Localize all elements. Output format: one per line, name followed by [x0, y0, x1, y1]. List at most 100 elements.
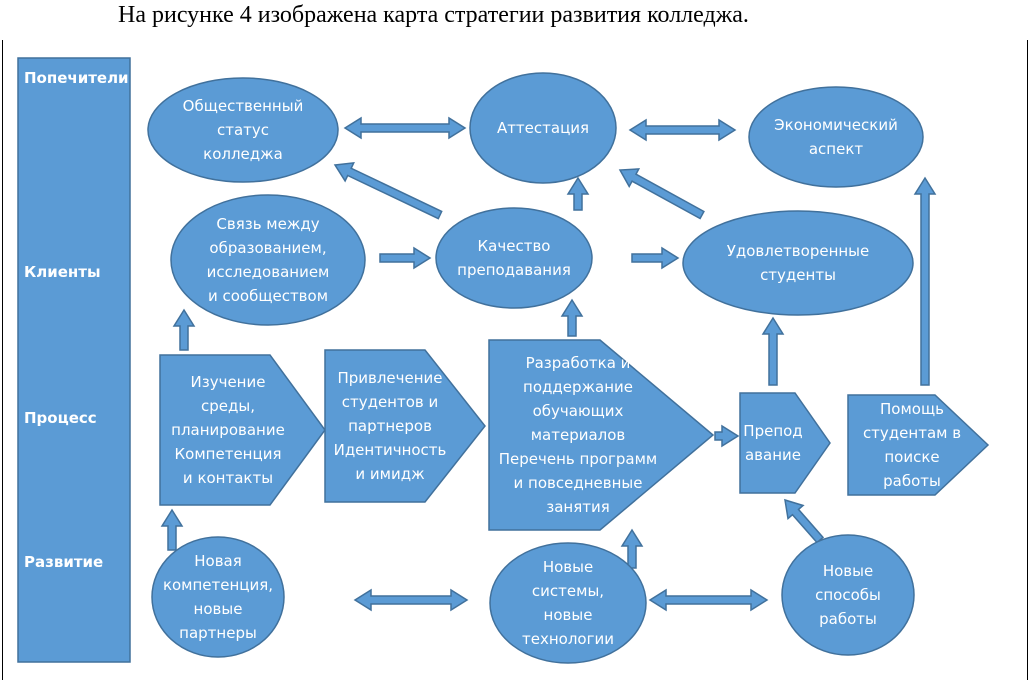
- node-label-line: преподавания: [457, 261, 571, 279]
- node-label-line: Перечень программ: [499, 450, 658, 468]
- ellipse-shape: [781, 534, 915, 656]
- node-label-line: системы,: [532, 582, 604, 600]
- ellipse-shape: [435, 207, 593, 309]
- node-label-line: новые: [544, 606, 593, 624]
- node-systems: Новые системы, новые технологии: [489, 542, 647, 664]
- node-label-line: Изучение: [191, 373, 266, 391]
- node-label-line: и имидж: [355, 465, 424, 483]
- node-label: Качество преподавания: [457, 237, 571, 279]
- node-label: Экономический аспект: [774, 116, 898, 158]
- node-label: Разработка и поддержание обучающих материал…: [499, 354, 658, 516]
- arrow-develop-quality: [560, 298, 584, 337]
- node-label-line: технологии: [522, 630, 614, 648]
- node-label-line: Помощь: [880, 400, 944, 418]
- node-label-line: Разработка и: [526, 354, 631, 372]
- arrow-attestation-economic: [628, 118, 737, 142]
- pentagon-shape: [739, 392, 831, 494]
- node-quality: Качество преподавания: [435, 207, 593, 309]
- ellipse-shape: [151, 536, 285, 658]
- node-label-line: Новая: [194, 552, 242, 570]
- node-label-line: студентам в: [863, 424, 961, 442]
- node-label-line: Удовлетворенные: [727, 242, 870, 260]
- arrow-develop-teaching: [714, 424, 740, 448]
- page-frame: [2, 40, 1028, 680]
- caption: На рисунке 4 изображена карта стратегии …: [118, 2, 749, 28]
- arrow-competence-study: [160, 508, 184, 551]
- arrow-status-attestation: [343, 116, 467, 140]
- node-label-line: среды,: [201, 397, 255, 415]
- arrow-competence-systems: [353, 588, 469, 612]
- node-label-line: исследованием: [207, 263, 330, 281]
- node-label-line: материалов: [531, 426, 626, 444]
- node-attestation: Аттестация: [469, 72, 617, 184]
- arrow-satisfied-attestation: [618, 168, 705, 220]
- pentagon-shape: [488, 339, 715, 531]
- arrow-quality-status: [333, 162, 443, 220]
- node-label-line: работы: [883, 472, 941, 490]
- node-label-line: студентов и: [342, 393, 439, 411]
- node-label-line: планирование: [171, 421, 285, 439]
- arrow-systems-methods: [648, 588, 769, 612]
- ellipse-shape: [682, 210, 914, 316]
- pentagon-shape: [324, 349, 486, 503]
- pentagon-shape: [159, 354, 326, 506]
- arrow-quality-attestation: [566, 176, 590, 211]
- node-label-line: обучающих: [533, 402, 624, 420]
- lane-label-clients: Клиенты: [24, 263, 101, 281]
- node-label-line: Препод: [743, 422, 802, 440]
- pentagon-shape: [847, 394, 990, 496]
- node-label: Аттестация: [497, 119, 589, 137]
- node-label: Помощь студентам в поиске работы: [863, 400, 961, 490]
- lane-label-trustees: Попечители: [24, 69, 129, 87]
- node-link: Связь между образованием, исследованием и с…: [170, 194, 366, 326]
- node-label-line: Экономический: [774, 116, 898, 134]
- node-label: Новые системы, новые технологии: [522, 558, 614, 648]
- arrow-study-link: [172, 308, 196, 351]
- node-label-line: Новые: [823, 562, 873, 580]
- node-label-line: Связь между: [216, 215, 319, 233]
- node-label-line: поиске: [884, 448, 939, 466]
- node-label-line: партнеров: [348, 417, 432, 435]
- ellipse-shape: [489, 542, 647, 664]
- node-label-line: Компетенция: [175, 445, 282, 463]
- lane-sidebar: [17, 57, 131, 663]
- ellipse-shape: [748, 86, 924, 188]
- node-label-line: Общественный: [183, 97, 304, 115]
- node-label-line: статус: [217, 121, 269, 139]
- ellipse-shape: [170, 194, 366, 326]
- node-economic: Экономический аспект: [748, 86, 924, 188]
- node-label-line: и контакты: [183, 469, 273, 487]
- node-label-line: образованием,: [209, 239, 326, 257]
- node-teaching: Препод авание: [739, 392, 831, 494]
- node-label-line: способы: [815, 586, 881, 604]
- node-label-line: авание: [745, 446, 801, 464]
- node-label-line: поддержание: [523, 378, 633, 396]
- node-label-line: Качество: [478, 237, 551, 255]
- node-label-line: и повседневные: [514, 474, 643, 492]
- lane-label-development: Развитие: [24, 553, 103, 571]
- node-develop: Разработка и поддержание обучающих материал…: [488, 339, 715, 531]
- arrow-jobhelp-economic: [913, 176, 937, 386]
- node-label-line: новые: [194, 600, 243, 618]
- node-label-line: Привлечение: [337, 369, 442, 387]
- node-label-line: и сообществом: [208, 287, 328, 305]
- node-label-line: партнеры: [179, 624, 257, 642]
- arrow-link-quality: [379, 246, 432, 270]
- node-label-line: аспект: [809, 140, 864, 158]
- node-label-line: Новые: [543, 558, 593, 576]
- lane-label-process: Процесс: [24, 409, 97, 427]
- arrow-quality-satisfied: [631, 246, 680, 270]
- node-label: Связь между образованием, исследованием и с…: [207, 215, 330, 305]
- node-label: Препод авание: [743, 422, 802, 464]
